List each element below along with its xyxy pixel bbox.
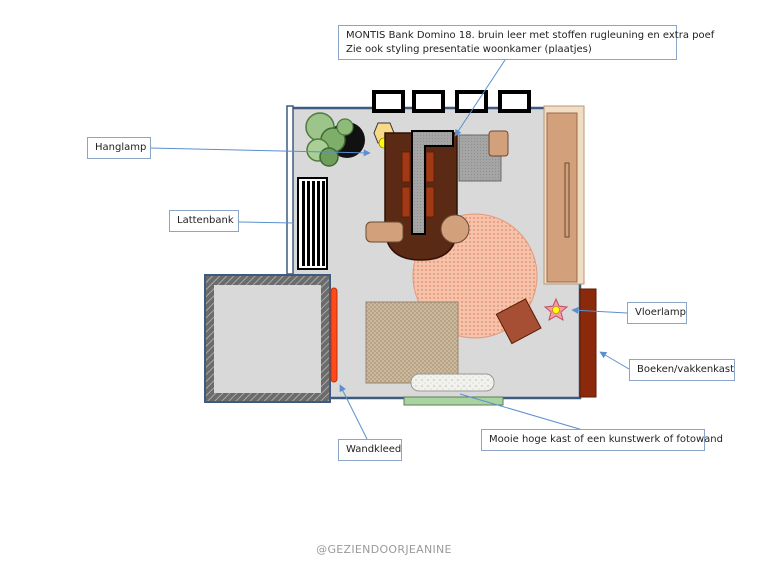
side-table xyxy=(440,214,470,244)
label-bank-line2: Zie ook styling presentatie woonkamer (p… xyxy=(346,44,592,55)
pouf-left xyxy=(365,221,404,243)
label-wandkleed: Wandkleed xyxy=(338,439,402,461)
credit-watermark: @GEZIENDOORJEANINE xyxy=(316,543,452,556)
high-cabinet-strip xyxy=(403,396,504,406)
label-boekenkast: Boeken/vakkenkast xyxy=(629,359,735,381)
label-hogekast: Mooie hoge kast of een kunstwerk of foto… xyxy=(481,429,723,451)
label-hanglamp: Hanglamp xyxy=(87,137,151,159)
label-bank-line1: MONTIS Bank Domino 18. bruin leer met st… xyxy=(346,30,715,41)
square-rug xyxy=(365,301,459,384)
left-wall-segment xyxy=(286,105,294,275)
slatted-bench xyxy=(297,177,328,270)
connectors xyxy=(149,59,630,440)
label-bank: MONTIS Bank Domino 18. bruin leer met st… xyxy=(338,25,715,60)
fluffy-bench xyxy=(410,373,495,392)
adjacent-room-inner xyxy=(214,285,321,393)
wall-rug xyxy=(330,287,338,383)
sideboard-right xyxy=(543,105,585,285)
floor-lamp xyxy=(543,297,569,322)
bookcase xyxy=(579,288,597,398)
chair-cushion xyxy=(488,130,509,157)
rotated-table xyxy=(495,298,542,345)
label-lattenbank: Lattenbank xyxy=(169,210,239,232)
label-vloerlamp: Vloerlamp xyxy=(627,302,687,324)
plant xyxy=(305,112,365,167)
